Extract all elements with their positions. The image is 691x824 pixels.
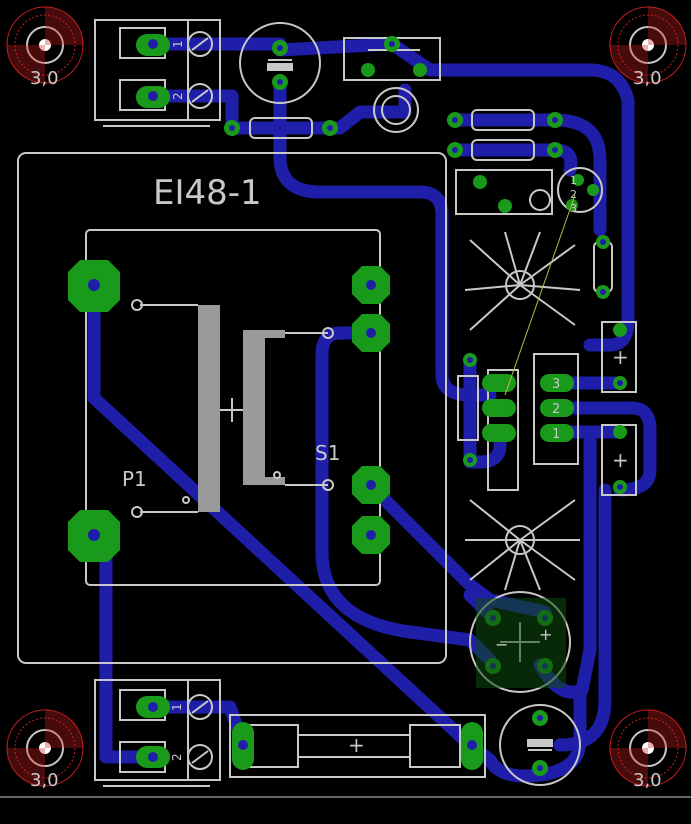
pad-reg-1 — [540, 374, 574, 392]
transformer-pin-dots — [131, 299, 334, 518]
transformer-core — [198, 305, 285, 512]
reg-pin1-label: 1 — [552, 427, 560, 442]
mounting-hole-bottom-right: 3,0 — [609, 709, 687, 791]
pads — [68, 34, 627, 776]
pad-reg-2 — [540, 399, 574, 417]
fuse-holder — [229, 714, 486, 778]
tb2-pin1-label: 1 — [170, 703, 184, 711]
out2-plus-label: + — [612, 448, 629, 472]
pad-reg-3 — [540, 424, 574, 442]
trim-plus-label: + — [539, 625, 552, 644]
hole-label-tr: 3,0 — [633, 68, 662, 89]
transformer-winding-lines — [140, 304, 328, 513]
reg-pin3-label: 3 — [552, 377, 560, 392]
trim-pin1-label: 1 — [570, 174, 577, 187]
trace-p1-diagonal — [87, 278, 477, 752]
trim-keepout — [476, 598, 566, 688]
trace-cap-loop — [273, 75, 497, 402]
hole-label-br: 3,0 — [633, 770, 662, 791]
mounting-hole-bottom-left: 3,0 — [6, 709, 84, 791]
mounting-holes: 3,0 3,0 3,0 3,0 — [6, 6, 687, 791]
trim-minus-label: − — [495, 635, 508, 654]
trim-pin2-label: 2 — [570, 188, 577, 201]
mounting-hole-top-left: 3,0 — [6, 6, 84, 89]
trace-tb1-to-cap1 — [143, 37, 635, 352]
trace-tb2-to-r1 — [143, 83, 412, 135]
trim-pin3-label: 3 — [570, 202, 577, 215]
out1-plus-label: + — [612, 345, 629, 369]
airwire — [504, 194, 576, 396]
transistor-outline — [455, 167, 603, 215]
hole-label-bl: 3,0 — [30, 770, 59, 791]
electrolytic-cap-c2 — [499, 704, 581, 786]
trace-right-vertical — [553, 483, 612, 752]
secondary-label: S1 — [315, 441, 340, 465]
tb2-pin2-label: 2 — [170, 753, 184, 761]
tb1-pin1-label: 1 — [171, 40, 185, 48]
diode-d1 — [457, 375, 479, 441]
reg-pin2-label: 2 — [552, 402, 560, 417]
transformer-outline — [17, 152, 447, 664]
primary-label: P1 — [122, 467, 147, 491]
trace-bridge-loop — [463, 425, 507, 469]
transformer-label: EI48-1 — [153, 173, 262, 213]
resistor-r1 — [249, 117, 313, 139]
resistor-r3 — [471, 139, 535, 161]
output-connector-top — [601, 321, 637, 393]
silkscreen — [0, 19, 691, 798]
hole-label-tl: 3,0 — [30, 68, 59, 89]
mounting-hole-top-right: 3,0 — [609, 6, 687, 89]
trace-s1-loop — [315, 326, 497, 667]
heatsink — [464, 231, 581, 591]
transformer-core-outline — [85, 229, 381, 586]
tb1-pin2-label: 2 — [171, 92, 185, 100]
electrolytic-cap-c1 — [239, 22, 321, 104]
fuse-plus-label: + — [348, 733, 365, 757]
resistor-r2 — [471, 109, 535, 131]
output-connector-bottom — [601, 424, 637, 496]
